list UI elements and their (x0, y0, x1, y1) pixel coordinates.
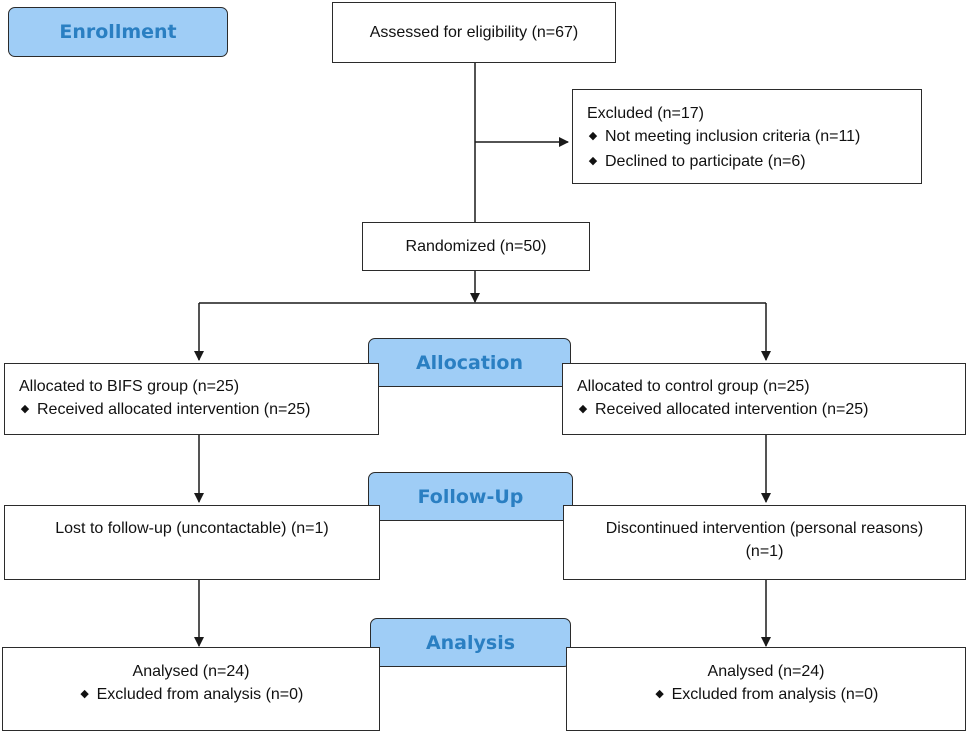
left-allocation-item-label: Received allocated intervention (n=25) (37, 401, 311, 418)
excluded-title: Excluded (n=17) (587, 105, 704, 122)
excluded-item-label: Declined to participate (n=6) (605, 153, 806, 170)
stage-allocation-label: Allocation (415, 351, 524, 374)
left-allocation-item: ◆ Received allocated intervention (n=25) (19, 398, 378, 423)
stage-follow-up: Follow-Up (368, 472, 573, 521)
bullet-icon: ◆ (655, 688, 664, 700)
left-analysis-box: Analysed (n=24) ◆ Excluded from analysis … (2, 647, 380, 731)
assessed-box: Assessed for eligibility (n=67) (332, 2, 616, 63)
stage-enrollment: Enrollment (8, 7, 228, 57)
left-allocation-title: Allocated to BIFS group (n=25) (19, 378, 240, 395)
right-follow-up-line2: (n=1) (745, 543, 784, 560)
right-allocation-item: ◆ Received allocated intervention (n=25) (577, 398, 965, 423)
right-analysis-item-label: Excluded from analysis (n=0) (671, 686, 879, 703)
stage-enrollment-label: Enrollment (59, 21, 177, 43)
bullet-icon: ◆ (578, 403, 588, 415)
excluded-item-label: Not meeting inclusion criteria (n=11) (605, 128, 861, 145)
left-analysis-item-label: Excluded from analysis (n=0) (96, 686, 304, 703)
bullet-icon: ◆ (588, 155, 598, 167)
bullet-icon: ◆ (20, 403, 30, 415)
right-allocation-title: Allocated to control group (n=25) (577, 378, 810, 395)
left-follow-up-box: Lost to follow-up (uncontactable) (n=1) (4, 505, 380, 580)
right-analysis-title: Analysed (n=24) (707, 663, 825, 680)
right-analysis-box: Analysed (n=24) ◆ Excluded from analysis … (566, 647, 966, 731)
left-follow-up-text: Lost to follow-up (uncontactable) (n=1) (55, 520, 329, 537)
assessed-text: Assessed for eligibility (n=67) (369, 24, 579, 41)
randomized-box: Randomized (n=50) (362, 222, 590, 271)
left-analysis-item: ◆ Excluded from analysis (n=0) (3, 683, 379, 708)
right-follow-up-line1: Discontinued intervention (personal reas… (605, 520, 924, 537)
left-allocation-box: Allocated to BIFS group (n=25) ◆ Received… (4, 363, 379, 435)
stage-analysis: Analysis (370, 618, 571, 667)
excluded-item: ◆ Declined to participate (n=6) (587, 150, 921, 175)
bullet-icon: ◆ (80, 688, 89, 700)
stage-allocation: Allocation (368, 338, 571, 387)
right-allocation-item-label: Received allocated intervention (n=25) (595, 401, 869, 418)
bullet-icon: ◆ (588, 130, 598, 142)
right-allocation-box: Allocated to control group (n=25) ◆ Recei… (562, 363, 966, 435)
excluded-box: Excluded (n=17) ◆ Not meeting inclusion c… (572, 89, 922, 184)
randomized-text: Randomized (n=50) (405, 238, 547, 255)
stage-analysis-label: Analysis (425, 631, 516, 654)
right-follow-up-box: Discontinued intervention (personal reas… (563, 505, 966, 580)
stage-follow-up-label: Follow-Up (417, 485, 524, 508)
excluded-item: ◆ Not meeting inclusion criteria (n=11) (587, 125, 921, 150)
right-analysis-item: ◆ Excluded from analysis (n=0) (567, 683, 965, 708)
left-analysis-title: Analysed (n=24) (132, 663, 250, 680)
